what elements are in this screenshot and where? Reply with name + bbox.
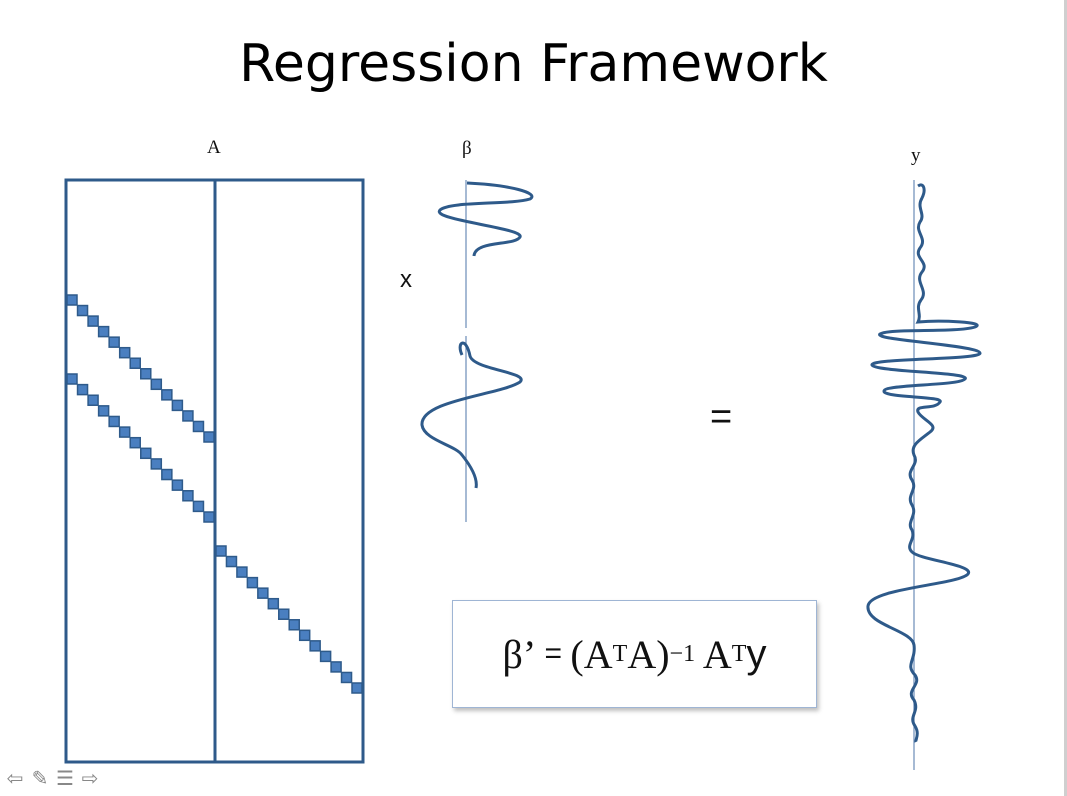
diagonal-lower-marker xyxy=(150,458,163,470)
formula-beta-prime: β’ xyxy=(502,631,537,677)
diagonal-lower-marker xyxy=(97,405,110,417)
diagonal-lower-marker xyxy=(87,394,99,406)
diagonal-lower-marker xyxy=(118,426,131,438)
diagonal-upper-marker xyxy=(108,336,120,348)
diagonal-upper-marker xyxy=(140,368,152,380)
diagonal-lower-marker xyxy=(66,373,78,385)
matrix-diagonals xyxy=(66,294,363,694)
diagonal-lower-marker xyxy=(203,511,215,523)
formula-transpose-1: T xyxy=(612,640,628,667)
slide-title: Regression Framework xyxy=(239,34,828,94)
menu-icon[interactable]: ☰ xyxy=(56,768,74,790)
diagonal-lower-marker xyxy=(76,383,89,396)
diagonal-right-marker xyxy=(225,555,238,568)
formula-inverse: −1 xyxy=(669,640,696,667)
diagonal-upper-marker xyxy=(118,346,131,359)
formula-open: (A xyxy=(570,631,613,677)
diagonal-right-marker xyxy=(330,661,342,673)
diagonal-right-marker xyxy=(288,619,300,631)
diagonal-upper-marker xyxy=(192,420,205,433)
diagonal-lower-marker xyxy=(108,415,120,428)
diagonal-upper-marker xyxy=(150,378,163,391)
diagonal-lower-marker xyxy=(171,479,184,491)
formula-mid: A) xyxy=(627,631,670,677)
diagonal-lower-marker xyxy=(140,447,152,460)
arrow-right-icon[interactable]: ⇨ xyxy=(81,768,99,790)
formula-y: y xyxy=(746,631,767,676)
diagonal-upper-marker xyxy=(203,431,215,443)
beta-upper-wave xyxy=(438,181,534,257)
diagonal-lower-marker xyxy=(192,500,205,513)
diagonal-right-marker xyxy=(267,597,280,610)
diagonal-right-marker xyxy=(215,545,227,557)
y-label: y xyxy=(911,145,921,166)
diagonal-right-marker xyxy=(236,566,248,578)
diagonal-upper-marker xyxy=(87,315,99,327)
beta-label: β xyxy=(462,138,472,159)
diagonal-upper-marker xyxy=(161,389,173,401)
slide-edge xyxy=(1064,0,1067,796)
diagonal-right-marker xyxy=(340,671,353,684)
matrix-label: A xyxy=(207,137,221,158)
diagonal-upper-marker xyxy=(97,325,110,338)
diagonal-right-marker xyxy=(298,629,311,642)
diagonal-right-marker xyxy=(246,576,259,589)
diagonal-upper-marker xyxy=(171,399,184,412)
diagonal-upper-marker xyxy=(76,304,89,317)
diagonal-upper-marker xyxy=(66,294,78,306)
diagonal-right-marker xyxy=(278,608,290,620)
formula-equals: = xyxy=(536,637,571,670)
arrow-left-icon[interactable]: ⇦ xyxy=(6,768,24,790)
equals-operator: = xyxy=(710,396,733,438)
diagonal-right-marker xyxy=(319,650,332,663)
y-signal-wave xyxy=(866,183,982,743)
formula-a2: A xyxy=(695,631,732,677)
diagonal-lower-marker xyxy=(161,468,173,481)
diagonal-upper-marker xyxy=(129,357,141,369)
diagonal-right-marker xyxy=(309,640,321,652)
times-operator: x xyxy=(400,266,412,293)
least-squares-formula: β’ = (A T A) −1 A T y xyxy=(452,600,817,708)
diagonal-right-marker xyxy=(257,587,269,599)
diagonal-upper-marker xyxy=(182,410,194,422)
diagonal-right-marker xyxy=(351,682,363,694)
diagonal-lower-marker xyxy=(182,490,194,502)
beta-lower-wave xyxy=(420,341,523,489)
slide-nav-toolbar: ⇦ ✎ ☰ ⇨ xyxy=(4,768,101,790)
pen-icon[interactable]: ✎ xyxy=(31,768,49,790)
formula-transpose-2: T xyxy=(731,640,747,667)
diagonal-lower-marker xyxy=(129,436,141,449)
